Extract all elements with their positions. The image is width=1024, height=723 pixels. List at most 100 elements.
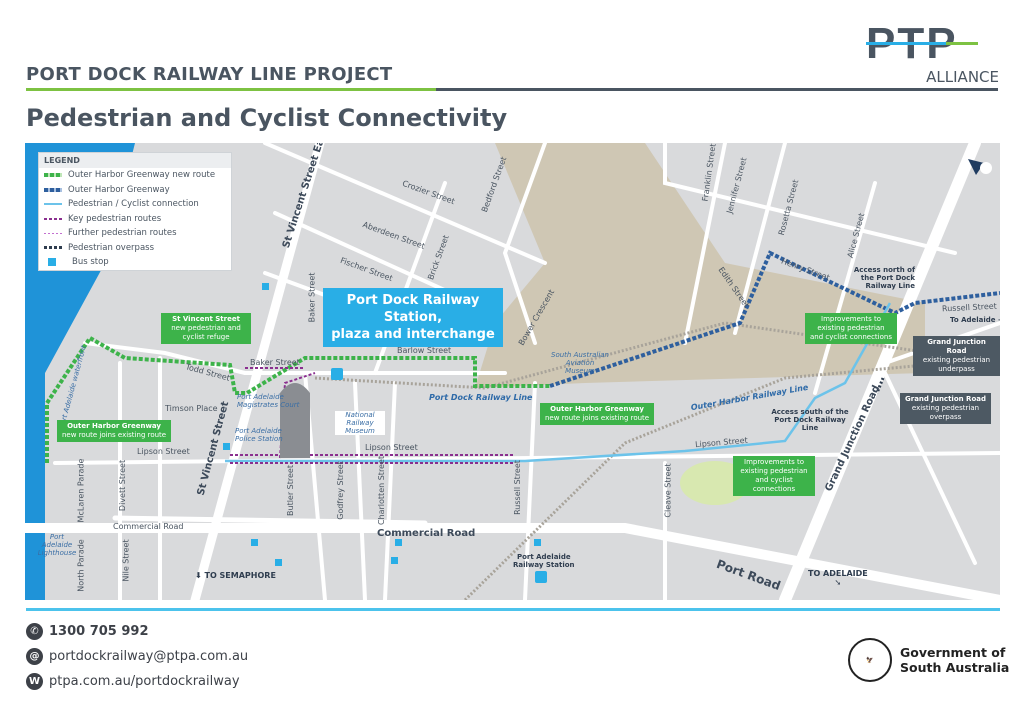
street-label: Divett Street <box>118 459 128 512</box>
street-label: Russell Street <box>512 460 522 515</box>
legend-title: LEGEND <box>39 153 231 168</box>
callout-text: new pedestrian and cyclist refuge <box>171 324 241 341</box>
legend-item: Outer Harbor Greenway <box>39 183 231 198</box>
sa-seal-icon: 🦅 <box>848 638 892 682</box>
direction-label: To Adelaide → <box>950 316 1000 324</box>
legend-label: Outer Harbor Greenway new route <box>68 170 216 181</box>
bus-stop-icon <box>48 258 56 267</box>
station-plaza <box>280 383 310 458</box>
railway-label: Port Dock Railway Line <box>429 393 533 402</box>
blue-dashed-line-icon <box>44 187 62 192</box>
callout-line: plaza and interchange <box>331 327 495 342</box>
train-station-icon <box>535 571 547 583</box>
key-pedestrian-routes <box>230 367 515 464</box>
light-blue-line-icon <box>44 203 62 206</box>
place-label: Port Adelaide Magistrates Court <box>237 393 300 409</box>
callout-title: Grand Junction Road <box>905 395 986 403</box>
legend-item: Further pedestrian routes <box>39 226 231 241</box>
legend-item: Pedestrian / Cyclist connection <box>39 197 231 212</box>
web-icon: W <box>26 673 43 690</box>
street-label: McLaren Parade <box>76 458 86 523</box>
pedestrian-overpass <box>875 377 885 394</box>
street-label: Lipson Street <box>137 447 190 456</box>
street-label: Charlotten Street <box>377 455 387 526</box>
email-link[interactable]: portdockrailway@ptpa.com.au <box>49 649 249 664</box>
bus-stop-icons <box>223 283 541 566</box>
callout-text: new route joins existing route <box>62 431 167 439</box>
callout-title: Outer Harbor Greenway <box>550 405 644 413</box>
street-label: Commercial Road <box>377 528 476 539</box>
pedestrian-cyclist-connection <box>225 302 892 463</box>
place-label: Port Adelaide Lighthouse <box>37 533 77 557</box>
project-name: PORT DOCK RAILWAY LINE PROJECT <box>26 64 393 85</box>
dark-dots-icon <box>44 246 62 250</box>
greenway-existing <box>549 250 1000 388</box>
street-label: Lipson Street <box>365 443 418 452</box>
phone-number[interactable]: 1300 705 992 <box>49 624 149 639</box>
street-label: Nile Street <box>121 539 131 582</box>
street-label: Baker Street <box>307 272 317 323</box>
callout-title: Grand Junction Road <box>927 338 986 355</box>
legend-label: Pedestrian / Cyclist connection <box>68 199 199 210</box>
street-label: Timson Place <box>165 404 218 413</box>
station-line: Railway Station <box>513 561 575 569</box>
direction-text: TO ADELAIDE <box>808 569 868 578</box>
map[interactable]: LEGEND Outer Harbor Greenway new route O… <box>25 143 1000 600</box>
place-label: South Australian Aviation Museum <box>551 351 609 375</box>
improvements-callout: Improvements to existing pedestrian and … <box>733 456 815 496</box>
arrow-down-icon: ⬇ <box>195 571 205 580</box>
legend-item: Pedestrian overpass <box>39 241 231 256</box>
callout-text: Improvements to existing pedestrian and … <box>810 315 892 341</box>
street-label: Butler Street <box>285 465 295 516</box>
train-station-icon <box>331 368 343 380</box>
legend-label: Key pedestrian routes <box>68 213 162 224</box>
legend-label: Pedestrian overpass <box>68 242 155 253</box>
gov-line: South Australia <box>900 660 1010 675</box>
improvements-callout: Improvements to existing pedestrian and … <box>805 313 897 344</box>
logo-subtext: ALLIANCE <box>926 68 999 86</box>
pink-dotted-arrow-icon <box>44 232 62 234</box>
legend-label: Further pedestrian routes <box>68 228 177 239</box>
to-adelaide-label: TO ADELAIDE➘ <box>808 569 868 587</box>
email-icon: @ <box>26 648 43 665</box>
to-semaphore-label: ⬇ TO SEMAPHORE <box>195 571 276 580</box>
legend: LEGEND Outer Harbor Greenway new route O… <box>38 152 232 271</box>
callout-line: Port Dock Railway Station, <box>346 293 480 325</box>
street-label: Commercial Road <box>113 522 184 531</box>
station-line: Port Adelaide <box>516 553 571 561</box>
header-rule-grey <box>436 88 998 91</box>
legend-label: Outer Harbor Greenway <box>68 184 170 195</box>
page-title: Pedestrian and Cyclist Connectivity <box>26 104 508 132</box>
access-north-label: Access north of the Port Dock Railway Li… <box>853 266 915 290</box>
purple-dashed-arrow-icon <box>44 217 62 220</box>
ptp-alliance-logo: PTP ALLIANCE <box>866 22 1001 86</box>
street-label: Baker Street <box>250 358 300 367</box>
callout-title: St Vincent Street <box>172 315 240 323</box>
legend-item: Outer Harbor Greenway new route <box>39 168 231 183</box>
callout-text: existing pedestrian overpass <box>911 404 980 421</box>
legend-item: Key pedestrian routes <box>39 212 231 227</box>
contact-email: @ portdockrailway@ptpa.com.au <box>26 648 248 665</box>
greenway-new-route <box>45 335 550 463</box>
street-label: North Parade <box>76 539 86 592</box>
web-link[interactable]: ptpa.com.au/portdockrailway <box>49 674 240 689</box>
green-dashed-line-icon <box>44 173 62 178</box>
port-dock-station-callout: Port Dock Railway Station, plaza and int… <box>323 288 503 347</box>
legend-label: Bus stop <box>72 257 109 268</box>
callout-text: new route joins existing route <box>545 414 650 422</box>
street-label: Godfrey Street <box>335 461 345 520</box>
callout-text: existing pedestrian underpass <box>922 356 991 373</box>
contact-phone: ✆ 1300 705 992 <box>26 623 149 640</box>
callout-text: Improvements to existing pedestrian and … <box>740 458 808 493</box>
phone-icon: ✆ <box>26 623 43 640</box>
street-label: Cleave Street <box>663 463 673 518</box>
access-south-label: Access south of the Port Dock Railway Li… <box>771 408 849 432</box>
arrow-icon: ➘ <box>834 578 842 587</box>
street-label: Barlow Street <box>397 346 452 355</box>
